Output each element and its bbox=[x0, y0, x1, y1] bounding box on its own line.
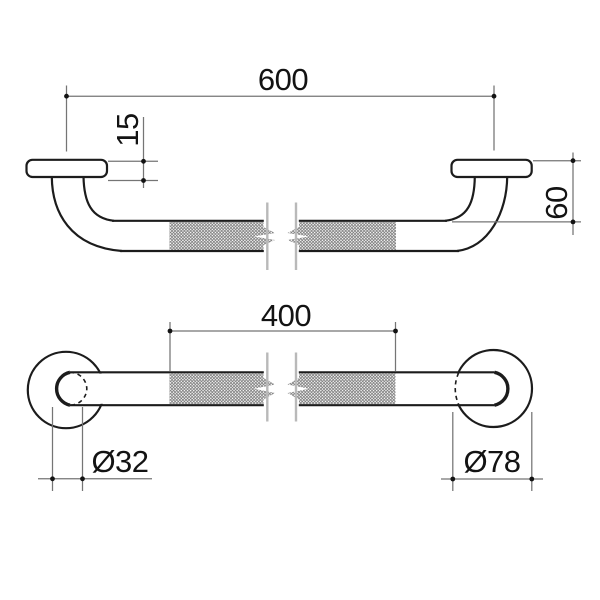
rail-elbow-right-outer bbox=[456, 176, 509, 253]
dim-dot bbox=[491, 93, 497, 99]
dim-dot bbox=[50, 476, 55, 482]
rail-elbow-left-outer bbox=[50, 176, 123, 253]
knurled-grip-hatch-left bbox=[169, 222, 275, 250]
dimension-flange-thickness: 15 bbox=[108, 113, 158, 188]
dim-label-rail-diameter: Ø32 bbox=[91, 444, 148, 479]
rail-elbow-right-inner bbox=[444, 176, 476, 222]
side-elevation-view: 600 15 60 bbox=[25, 62, 581, 270]
dimension-wall-offset: 60 bbox=[452, 152, 581, 235]
dim-dot bbox=[141, 178, 146, 183]
dim-dot bbox=[570, 158, 576, 164]
dim-label-flange-diameter: Ø78 bbox=[463, 444, 520, 479]
tube-end-cap-left bbox=[54, 370, 71, 407]
dim-dot bbox=[450, 476, 456, 482]
knurled-grip-hatch-left bbox=[169, 373, 275, 404]
tube-occlusion-left bbox=[52, 373, 172, 404]
dimension-flange-diameter: Ø78 bbox=[441, 412, 543, 491]
rail-elbow-left-inner bbox=[82, 176, 115, 222]
extension-lines-15 bbox=[108, 117, 158, 188]
hidden-circle-edge-right bbox=[454, 372, 460, 405]
plan-view: 400 Ø32 Ø78 bbox=[26, 298, 543, 491]
tube-end-cap-right bbox=[494, 370, 510, 407]
dim-dot bbox=[141, 158, 146, 164]
dim-dot bbox=[529, 476, 535, 482]
dim-label-wall-offset: 60 bbox=[539, 186, 574, 220]
dimension-grip-length: 400 bbox=[167, 298, 398, 371]
hidden-cap-edge-left bbox=[69, 371, 88, 406]
dimension-overall-length: 600 bbox=[64, 62, 497, 152]
wall-flange-left-side bbox=[25, 158, 109, 179]
knurled-grip-hatch-right bbox=[287, 222, 396, 250]
knurled-grip-hatch-right bbox=[287, 373, 396, 404]
dim-dot bbox=[80, 476, 85, 482]
dim-label-grip-length: 400 bbox=[261, 298, 311, 333]
dim-dot bbox=[167, 328, 173, 334]
wall-flange-right-side bbox=[450, 158, 533, 179]
dimension-rail-diameter: Ø32 bbox=[38, 407, 152, 491]
dim-dot bbox=[570, 219, 576, 225]
dim-dot bbox=[64, 93, 69, 99]
dim-dot bbox=[393, 328, 398, 334]
break-lines-side bbox=[266, 202, 298, 270]
break-lines-plan bbox=[266, 352, 298, 422]
dim-label-flange-thickness: 15 bbox=[110, 113, 145, 146]
dim-label-overall-length: 600 bbox=[258, 62, 308, 97]
